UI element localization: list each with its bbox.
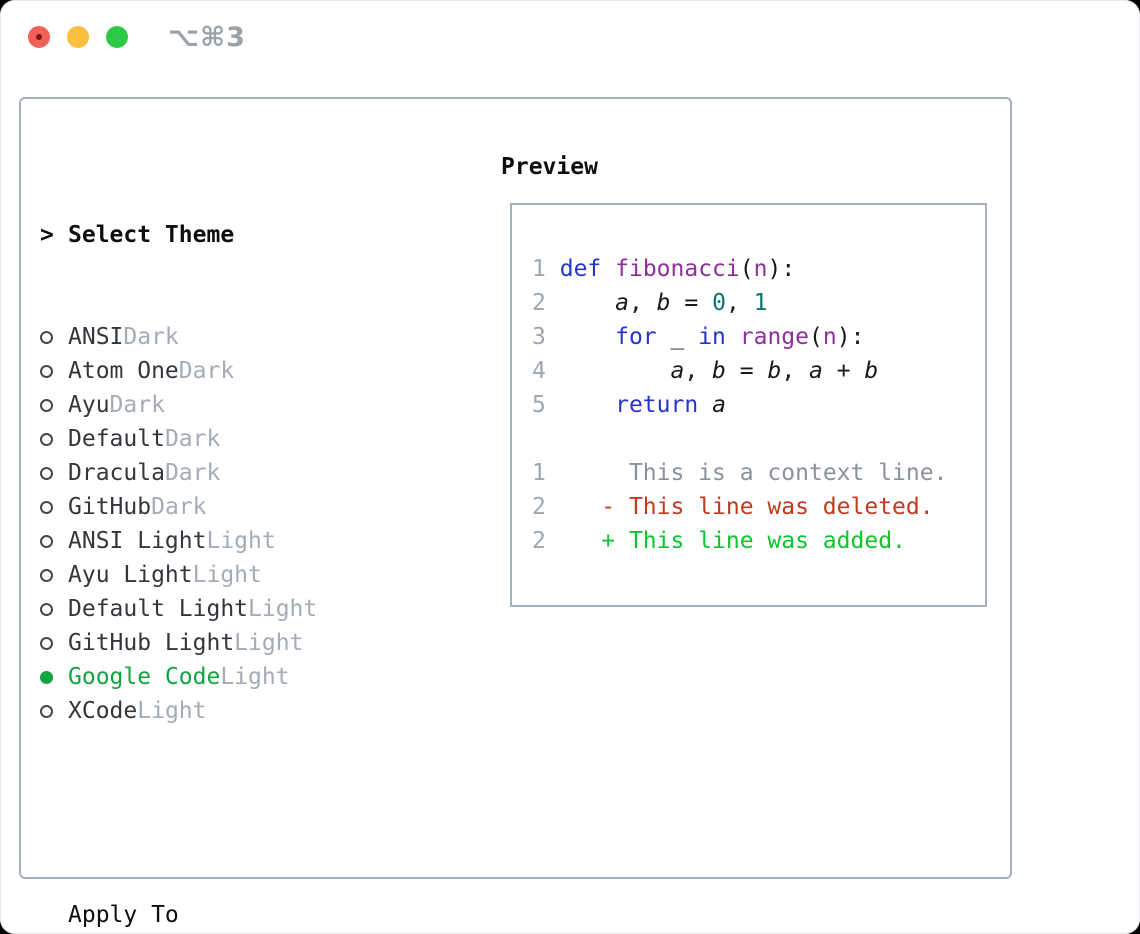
radio-unselected-icon <box>40 500 68 514</box>
code-line: 3 for _ in range(n): <box>532 324 865 350</box>
code-line: 4 a, b = b, a + b <box>532 358 879 384</box>
item-variant: Dark <box>151 494 207 520</box>
line-number: 2 <box>532 494 546 520</box>
theme-option-default[interactable]: Default Dark <box>40 422 428 456</box>
code-line: 2 a, b = 0, 1 <box>532 290 768 316</box>
spacer <box>40 796 428 830</box>
item-variant: Light <box>234 630 304 656</box>
radio-unselected-icon <box>40 704 68 718</box>
line-number: 5 <box>532 392 546 418</box>
code-line <box>532 422 947 456</box>
item-label: Ayu <box>68 392 110 418</box>
item-label: Dracula <box>68 460 165 486</box>
apply-to-header: Apply To <box>68 902 179 928</box>
preview-title: Preview <box>501 154 598 180</box>
selection-cursor: > <box>40 222 54 248</box>
radio-unselected-icon <box>40 568 68 582</box>
radio-unselected-icon <box>40 602 68 616</box>
code-line: 1 This is a context line. <box>532 460 948 486</box>
item-label: ANSI <box>68 324 124 350</box>
item-variant: Dark <box>164 460 221 486</box>
code-line: 2 - This line was deleted. <box>532 494 934 520</box>
item-variant: Light <box>206 528 276 554</box>
radio-unselected-icon <box>40 432 68 446</box>
close-button[interactable] <box>28 26 50 48</box>
item-label: GitHub Light <box>68 630 235 656</box>
line-number: 3 <box>532 324 546 350</box>
item-label: Ayu Light <box>68 562 193 588</box>
minimize-button[interactable] <box>67 26 89 48</box>
item-label: XCode <box>68 698 138 724</box>
line-number: 1 <box>532 460 546 486</box>
code-line: 2 + This line was added. <box>532 528 906 554</box>
item-variant: Dark <box>123 324 179 350</box>
radio-unselected-icon <box>40 636 68 650</box>
code-preview: 1 def fibonacci(n): 2 a, b = 0, 1 3 for _ … <box>532 252 947 558</box>
preview-pane: 1 def fibonacci(n): 2 a, b = 0, 1 3 for _ … <box>510 203 987 607</box>
code-line: 1 def fibonacci(n): <box>532 256 796 282</box>
line-number: 1 <box>532 256 546 282</box>
radio-unselected-icon <box>40 330 68 344</box>
item-variant: Light <box>248 596 318 622</box>
theme-option-dracula[interactable]: Dracula Dark <box>40 456 428 490</box>
radio-unselected-icon <box>40 364 68 378</box>
theme-option-xcode[interactable]: XCode Light <box>40 694 428 728</box>
item-label: Atom One <box>68 358 179 384</box>
theme-option-github-light[interactable]: GitHub Light Light <box>40 626 428 660</box>
item-variant: Light <box>137 698 207 724</box>
item-label: GitHub <box>68 494 152 520</box>
select-theme-header: > Select Theme <box>40 218 428 252</box>
theme-option-default-light[interactable]: Default Light Light <box>40 592 428 626</box>
line-number: 4 <box>532 358 546 384</box>
item-variant: Dark <box>109 392 165 418</box>
select-theme-title: Select Theme <box>68 222 235 248</box>
theme-option-github[interactable]: GitHub Dark <box>40 490 428 524</box>
item-label: Default Light <box>68 596 249 622</box>
item-variant: Light <box>220 664 290 690</box>
zoom-button[interactable] <box>106 26 128 48</box>
titlebar: ⌥⌘3 <box>0 0 1140 74</box>
item-label: Google Code <box>68 664 221 690</box>
item-variant: Dark <box>178 358 235 384</box>
item-label: Default <box>68 426 165 452</box>
theme-option-atom-one[interactable]: Atom One Dark <box>40 354 428 388</box>
theme-option-ayu-light[interactable]: Ayu Light Light <box>40 558 428 592</box>
window-title: ⌥⌘3 <box>168 22 246 53</box>
line-number: 2 <box>532 528 546 554</box>
radio-unselected-icon <box>40 466 68 480</box>
radio-unselected-icon <box>40 398 68 412</box>
radio-unselected-icon <box>40 534 68 548</box>
theme-option-ansi-light[interactable]: ANSI Light Light <box>40 524 428 558</box>
radio-selected-icon <box>40 670 68 684</box>
theme-option-ansi[interactable]: ANSI Dark <box>40 320 428 354</box>
line-number: 2 <box>532 290 546 316</box>
theme-option-ayu[interactable]: Ayu Dark <box>40 388 428 422</box>
code-line: 5 return a <box>532 392 726 418</box>
item-variant: Dark <box>164 426 221 452</box>
item-variant: Light <box>192 562 262 588</box>
theme-option-google-code[interactable]: Google Code Light <box>40 660 428 694</box>
item-label: ANSI Light <box>68 528 207 554</box>
